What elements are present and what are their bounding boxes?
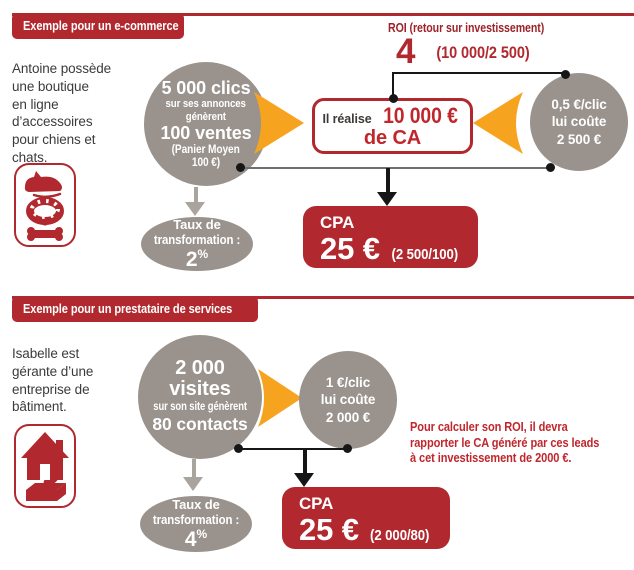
revenue-box: Il réalise 10 000 € de CA bbox=[312, 98, 473, 154]
cpa-box-ecommerce: CPA 25 € (2 500/100) bbox=[303, 206, 478, 268]
connector-dot bbox=[546, 163, 555, 172]
cpa-label: CPA bbox=[299, 494, 334, 513]
conversion-rate: 2 bbox=[185, 248, 198, 272]
cpa-connector-line bbox=[240, 167, 552, 169]
roi-value: 4 bbox=[396, 32, 416, 71]
section1-top-rule bbox=[12, 13, 634, 16]
revenue-prefix: Il réalise bbox=[322, 111, 372, 126]
house-icon bbox=[14, 424, 76, 508]
cpa-amount: 25 € bbox=[320, 230, 380, 266]
section1-badge-label: Exemple pour un e-commerce bbox=[23, 18, 179, 33]
visits-circle: 2 000 visites sur son site génèrent 80 c… bbox=[138, 335, 262, 459]
down-arrow-head-icon bbox=[294, 473, 314, 487]
down-arrow-icon bbox=[303, 449, 307, 474]
flow-arrow-right-icon bbox=[254, 92, 304, 154]
cpa-calc: (2 500/100) bbox=[391, 245, 459, 263]
cpa-label: CPA bbox=[320, 213, 355, 232]
connector-dot bbox=[234, 444, 243, 453]
cpa-amount: 25 € bbox=[299, 511, 359, 547]
flow-arrow-left-icon bbox=[473, 92, 523, 154]
connector-dot bbox=[236, 163, 245, 172]
gray-down-arrow-icon bbox=[192, 459, 196, 478]
contacts-value: 80 contacts bbox=[152, 414, 248, 435]
conversion-rate: 4 bbox=[184, 528, 197, 552]
roi-note: Pour calculer son ROI, il devra rapporte… bbox=[410, 419, 600, 466]
connector-dot bbox=[343, 444, 352, 453]
revenue-amount: 10 000 € bbox=[382, 102, 458, 128]
gray-down-arrow-icon bbox=[194, 187, 198, 203]
gray-down-arrow-head-icon bbox=[185, 202, 205, 216]
revenue-line2: de CA bbox=[363, 126, 422, 149]
flow-arrow-right-icon bbox=[258, 369, 302, 427]
clicks-circle: 5 000 clics sur ses annonces génèrent 10… bbox=[144, 62, 268, 186]
cpa-box-services: CPA 25 € (2 000/80) bbox=[282, 487, 450, 549]
cpa-connector-line bbox=[238, 448, 348, 450]
sales-value: 100 ventes bbox=[160, 123, 252, 144]
roi-connector-drop bbox=[392, 72, 394, 97]
roi-label: ROI (retour sur investissement) bbox=[388, 21, 545, 35]
gray-down-arrow-head-icon bbox=[183, 477, 203, 491]
section2-top-rule bbox=[12, 296, 634, 299]
cpa-calc: (2 000/80) bbox=[369, 526, 430, 544]
down-arrow-head-icon bbox=[377, 192, 397, 206]
section1-badge: Exemple pour un e-commerce bbox=[12, 13, 184, 39]
down-arrow-icon bbox=[386, 168, 390, 193]
section1-intro: Antoine possède une boutique en ligne d’… bbox=[12, 61, 112, 166]
cost-circle-ecommerce: 0,5 €/clic lui coûte 2 500 € bbox=[530, 73, 628, 171]
section2-intro: Isabelle est gérante d’une entreprise de… bbox=[12, 346, 94, 415]
section2-badge-label: Exemple pour un prestataire de services bbox=[23, 301, 233, 316]
pets-icon-art bbox=[24, 171, 64, 241]
clicks-value: 5 000 clics bbox=[161, 77, 251, 98]
roi-connector-line bbox=[392, 72, 567, 74]
roi-calc: (10 000/2 500) bbox=[436, 44, 530, 62]
section2-badge: Exemple pour un prestataire de services bbox=[12, 296, 258, 322]
house-icon-art bbox=[21, 432, 69, 501]
cost-circle-services: 1 €/clic lui coûte 2 000 € bbox=[299, 351, 397, 449]
pets-icon bbox=[14, 163, 76, 247]
conversion-ellipse-ecommerce: Taux de transformation : 2% bbox=[141, 217, 253, 271]
connector-dot bbox=[389, 94, 398, 103]
conversion-ellipse-services: Taux de transformation : 4% bbox=[140, 496, 252, 552]
connector-dot bbox=[561, 70, 570, 79]
visits-value: 2 000 bbox=[175, 356, 225, 379]
